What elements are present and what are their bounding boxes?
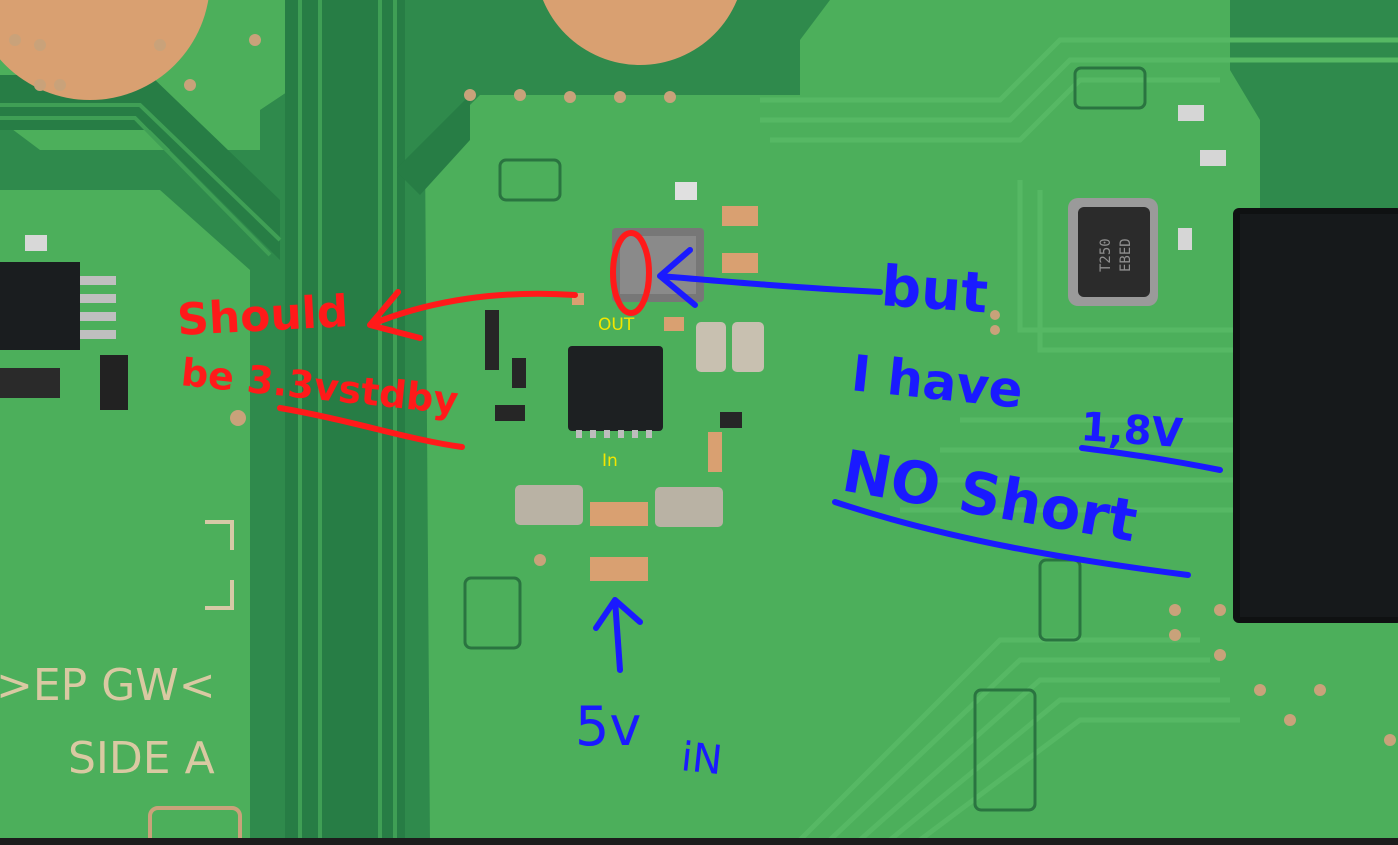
silkscreen-line1: >EP GW<: [0, 660, 216, 711]
silkscreen-line2: SIDE A: [68, 733, 215, 784]
blue-arrow-in: [593, 597, 643, 673]
right-traces: [760, 37, 1398, 842]
bottom-edge: [0, 838, 1398, 845]
red-note-line1: Should: [176, 286, 350, 346]
copper-pads-top: [0, 0, 738, 100]
in-label: In: [602, 451, 618, 471]
footprints: [463, 66, 1147, 812]
blue-in: iN: [679, 734, 725, 784]
inductor: [1068, 198, 1158, 306]
inductor-marking-bottom: EBED: [1118, 238, 1134, 272]
left-traces: [0, 0, 397, 845]
red-arrow: [367, 289, 578, 341]
blue-underline-voltage: [1079, 445, 1223, 473]
logo-mark: [148, 806, 242, 845]
passives: [485, 105, 1226, 527]
blue-arrow-out: [657, 247, 883, 308]
left-chip: [0, 235, 128, 410]
right-chip: [1233, 208, 1398, 623]
inductor-marking-top: T250: [1098, 238, 1114, 272]
blue-but: but: [879, 254, 990, 326]
blue-5v: 5v: [575, 695, 641, 758]
vias: [9, 34, 1396, 746]
corner-mark: [205, 520, 234, 610]
regulator: [568, 228, 704, 438]
blue-voltage: 1,8V: [1079, 404, 1184, 457]
out-label: OUT: [598, 315, 635, 335]
blue-underline-short: [832, 499, 1191, 578]
red-underline: [277, 405, 465, 450]
out-pin-circle: [610, 230, 652, 316]
